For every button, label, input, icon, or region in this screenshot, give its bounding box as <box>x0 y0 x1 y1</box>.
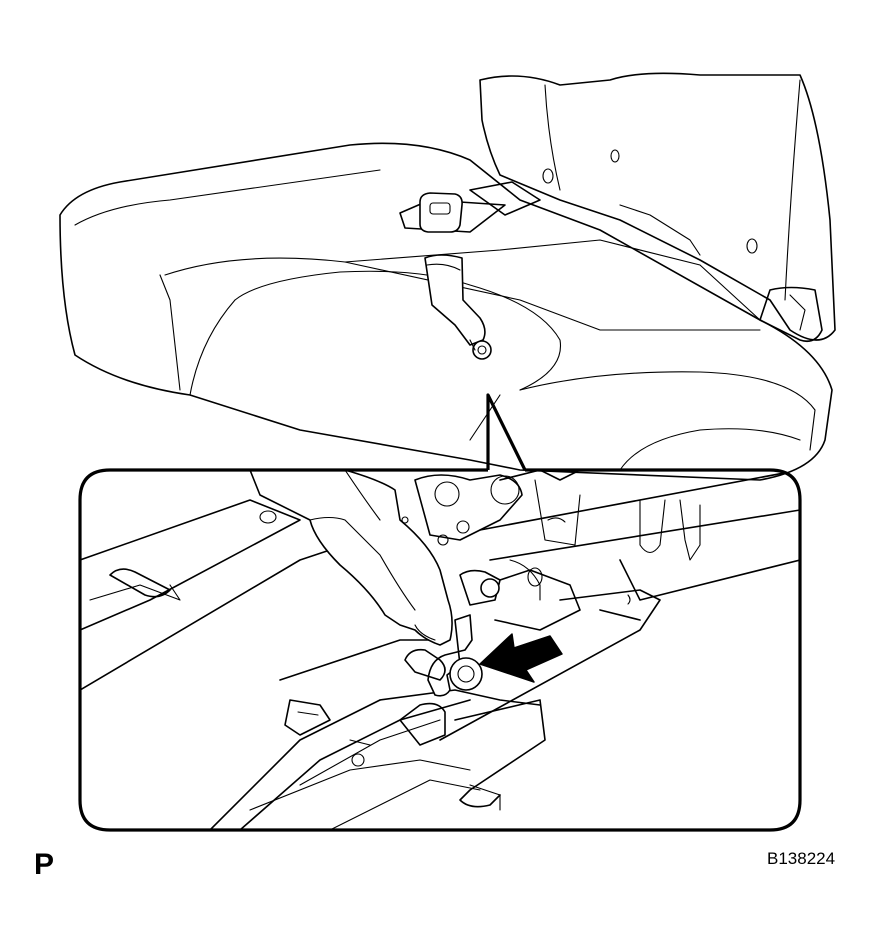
figure-id-label: B138224 <box>767 849 836 868</box>
seatbelt-anchor-bolt <box>449 657 483 691</box>
detail-view <box>80 470 800 830</box>
view-code-label: P <box>34 848 55 881</box>
seat-cushion-illustration <box>59 72 836 481</box>
seatbelt-buckle <box>419 192 463 233</box>
callout-pointer <box>486 393 527 471</box>
indication-arrow <box>479 633 563 683</box>
hand <box>249 470 453 646</box>
detail-frame <box>78 468 802 832</box>
buckle-strap <box>424 254 486 346</box>
cushion-outline <box>59 142 833 481</box>
wrench <box>427 614 473 697</box>
seatback <box>479 72 836 341</box>
